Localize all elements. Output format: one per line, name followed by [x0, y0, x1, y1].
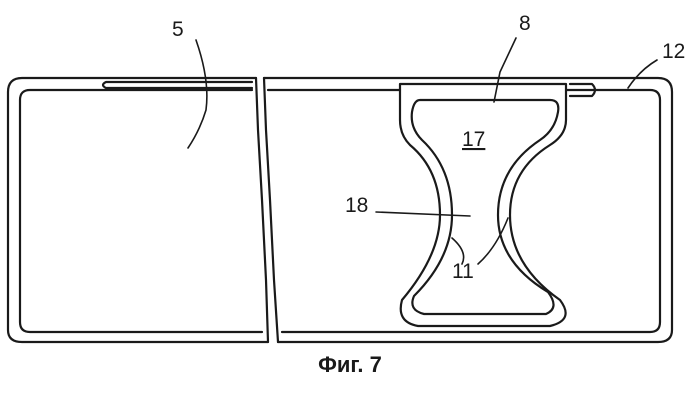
leader-18	[376, 212, 470, 216]
leader-11-right	[478, 218, 508, 264]
leader-8	[494, 38, 516, 102]
label-11: 11	[452, 260, 474, 283]
label-18: 18	[345, 194, 368, 217]
top-slot	[103, 82, 252, 88]
label-12: 12	[662, 40, 685, 63]
label-5: 5	[172, 18, 184, 41]
break-lines	[256, 78, 278, 342]
leader-5	[188, 40, 207, 148]
figure-caption: Фиг. 7	[0, 352, 700, 378]
label-17: 17	[462, 128, 485, 151]
left-panel	[8, 78, 268, 342]
leader-12	[628, 60, 657, 88]
hourglass-pocket	[400, 84, 566, 326]
label-8: 8	[519, 12, 531, 35]
right-panel	[264, 78, 672, 342]
